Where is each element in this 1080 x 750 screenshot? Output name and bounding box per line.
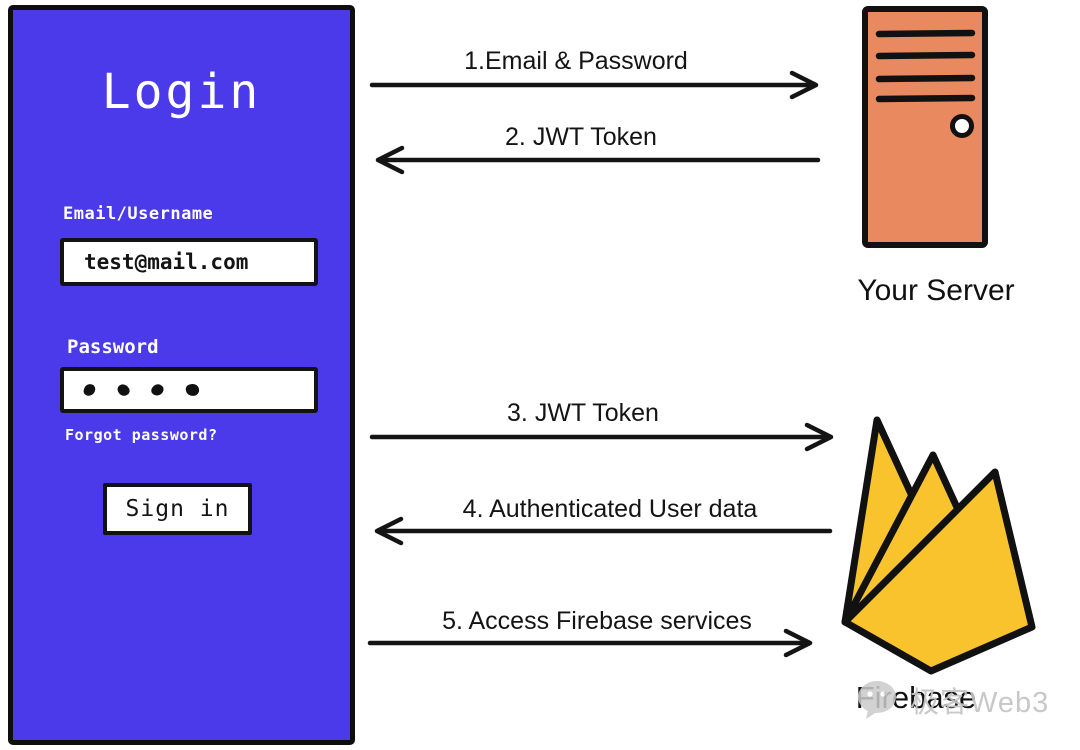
- flow-label-authenticated-user-data: 4. Authenticated User data: [462, 495, 758, 523]
- email-label: Email/Username: [63, 204, 214, 224]
- password-mask-dot: [149, 381, 166, 399]
- password-label: Password: [67, 336, 159, 358]
- flow-arrow-1: [369, 70, 819, 100]
- flow-label-access-firebase-services: 5. Access Firebase services: [442, 607, 752, 635]
- watermark-text: 极客Web3: [910, 687, 1050, 719]
- email-input[interactable]: test@mail.com: [60, 238, 318, 286]
- flow-arrow-3: [369, 422, 834, 452]
- flow-label-jwt-token-send: 3. JWT Token: [507, 399, 659, 427]
- server-icon: [862, 6, 988, 248]
- email-value: test@mail.com: [84, 250, 249, 274]
- firebase-icon: [841, 416, 1036, 675]
- server-label: Your Server: [857, 274, 1015, 307]
- flow-label-email-password: 1.Email & Password: [464, 47, 688, 75]
- login-title: Login: [101, 64, 262, 120]
- forgot-password-link[interactable]: Forgot password?: [65, 426, 218, 444]
- watermark: 极客Web3: [856, 679, 1049, 721]
- password-mask-dot: [184, 382, 201, 398]
- sign-in-button[interactable]: Sign in: [103, 483, 252, 535]
- password-mask-dot: [115, 382, 132, 398]
- login-panel: Login Email/Username test@mail.com Passw…: [8, 5, 355, 745]
- wechat-icon: [858, 681, 896, 719]
- flow-label-jwt-token-return: 2. JWT Token: [505, 123, 657, 151]
- password-input[interactable]: [60, 367, 318, 413]
- password-mask-dot: [82, 382, 97, 398]
